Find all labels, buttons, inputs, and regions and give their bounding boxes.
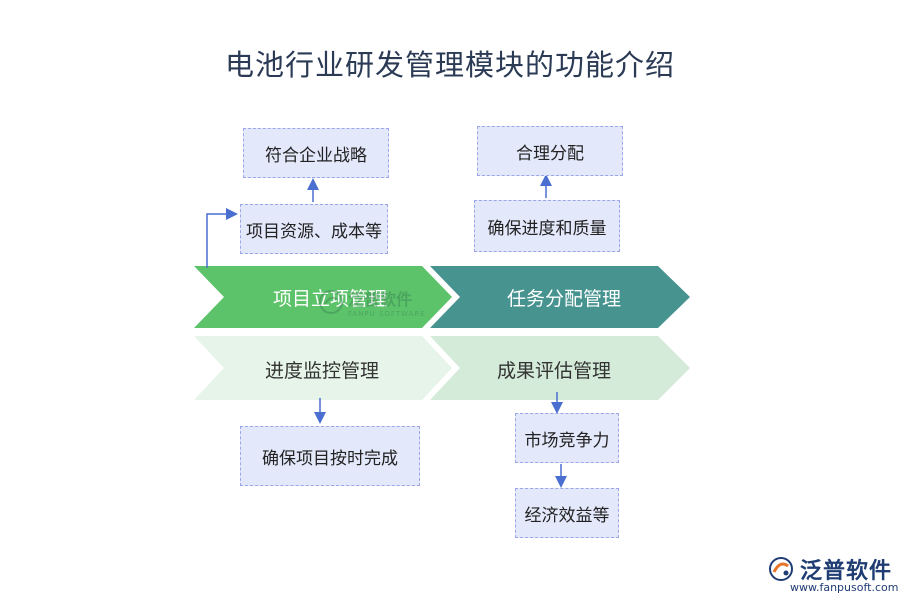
chevron-label-task-allocation: 任务分配管理 [506, 288, 621, 310]
watermark-sub: FANPU SOFTWARE [348, 310, 426, 318]
box-reasonable-allocation: 合理分配 [477, 126, 623, 176]
chevron-label-project-setup: 项目立项管理 [272, 288, 387, 310]
watermark: 泛普软件 FANPU SOFTWARE [318, 286, 426, 318]
chevron-result-evaluation [430, 336, 690, 400]
box-economic-benefit: 经济效益等 [515, 488, 619, 538]
chevron-progress-monitoring [194, 336, 452, 400]
chevron-project-setup [194, 266, 452, 328]
brand-logo-icon [769, 557, 793, 581]
box-resources: 项目资源、成本等 [240, 204, 388, 254]
chevron-label-result-evaluation: 成果评估管理 [496, 360, 611, 382]
brand-name: 泛普软件 [800, 559, 893, 584]
box-strategy: 符合企业战略 [243, 128, 389, 178]
watermark-logo-icon [319, 290, 343, 314]
page-title: 电池行业研发管理模块的功能介绍 [224, 48, 675, 82]
chevron-task-allocation [430, 266, 690, 328]
brand-url: www.fanpusoft.com [790, 581, 899, 594]
box-quality: 确保进度和质量 [474, 200, 620, 252]
watermark-text: 泛普软件 [348, 290, 413, 309]
box-competitiveness: 市场竞争力 [515, 413, 619, 463]
arrow-chevron-to-resources [206, 208, 238, 268]
brand-logo: 泛普软件 [768, 553, 892, 585]
box-on-time: 确保项目按时完成 [240, 426, 420, 486]
chevron-label-progress-monitoring: 进度监控管理 [264, 360, 379, 382]
